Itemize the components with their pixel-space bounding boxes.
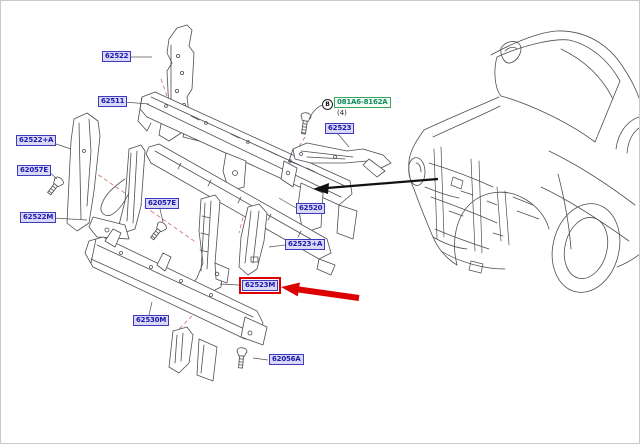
part-label-62530m[interactable]: 62530M xyxy=(133,315,170,326)
part-label-62523a[interactable]: 62523+A xyxy=(285,239,326,250)
bolt-62057e-left-icon xyxy=(47,176,64,196)
part-left-side-panel xyxy=(66,112,101,232)
bolt-62056a-icon xyxy=(236,347,248,369)
part-label-62523m[interactable]: 62523M xyxy=(242,280,279,291)
part-label-62057e-center[interactable]: 62057E xyxy=(145,198,179,209)
location-arrow xyxy=(313,177,439,194)
part-upper-tie-bar xyxy=(137,91,358,240)
part-label-62520[interactable]: 62520 xyxy=(296,203,326,214)
bolt-62057e-center-icon xyxy=(150,221,167,241)
vehicle-illustration xyxy=(408,30,639,293)
part-hood-lock-stay xyxy=(280,142,392,188)
part-label-62523[interactable]: 62523 xyxy=(325,123,355,134)
part-label-62522a[interactable]: 62522+A xyxy=(16,135,57,146)
highlight-arrow xyxy=(281,282,360,301)
bolt-081a6-icon xyxy=(300,112,312,135)
hardware-quantity: (4) xyxy=(337,109,347,117)
part-label-62522m[interactable]: 62522M xyxy=(20,212,57,223)
part-label-62057e-left[interactable]: 62057E xyxy=(17,165,51,176)
part-label-62522[interactable]: 62522 xyxy=(102,51,132,62)
part-right-side-panel xyxy=(238,203,268,276)
hardware-marker-b: B xyxy=(322,99,333,110)
part-lower-brackets xyxy=(168,326,218,382)
part-lower-tie-bar xyxy=(84,228,268,346)
hardware-part-label[interactable]: 081A6-8162A xyxy=(334,97,391,108)
part-label-62511[interactable]: 62511 xyxy=(98,96,128,107)
part-label-62056a[interactable]: 62056A xyxy=(269,354,304,365)
highlighted-part-box: 62523M xyxy=(239,277,282,294)
part-center-member xyxy=(145,143,336,276)
